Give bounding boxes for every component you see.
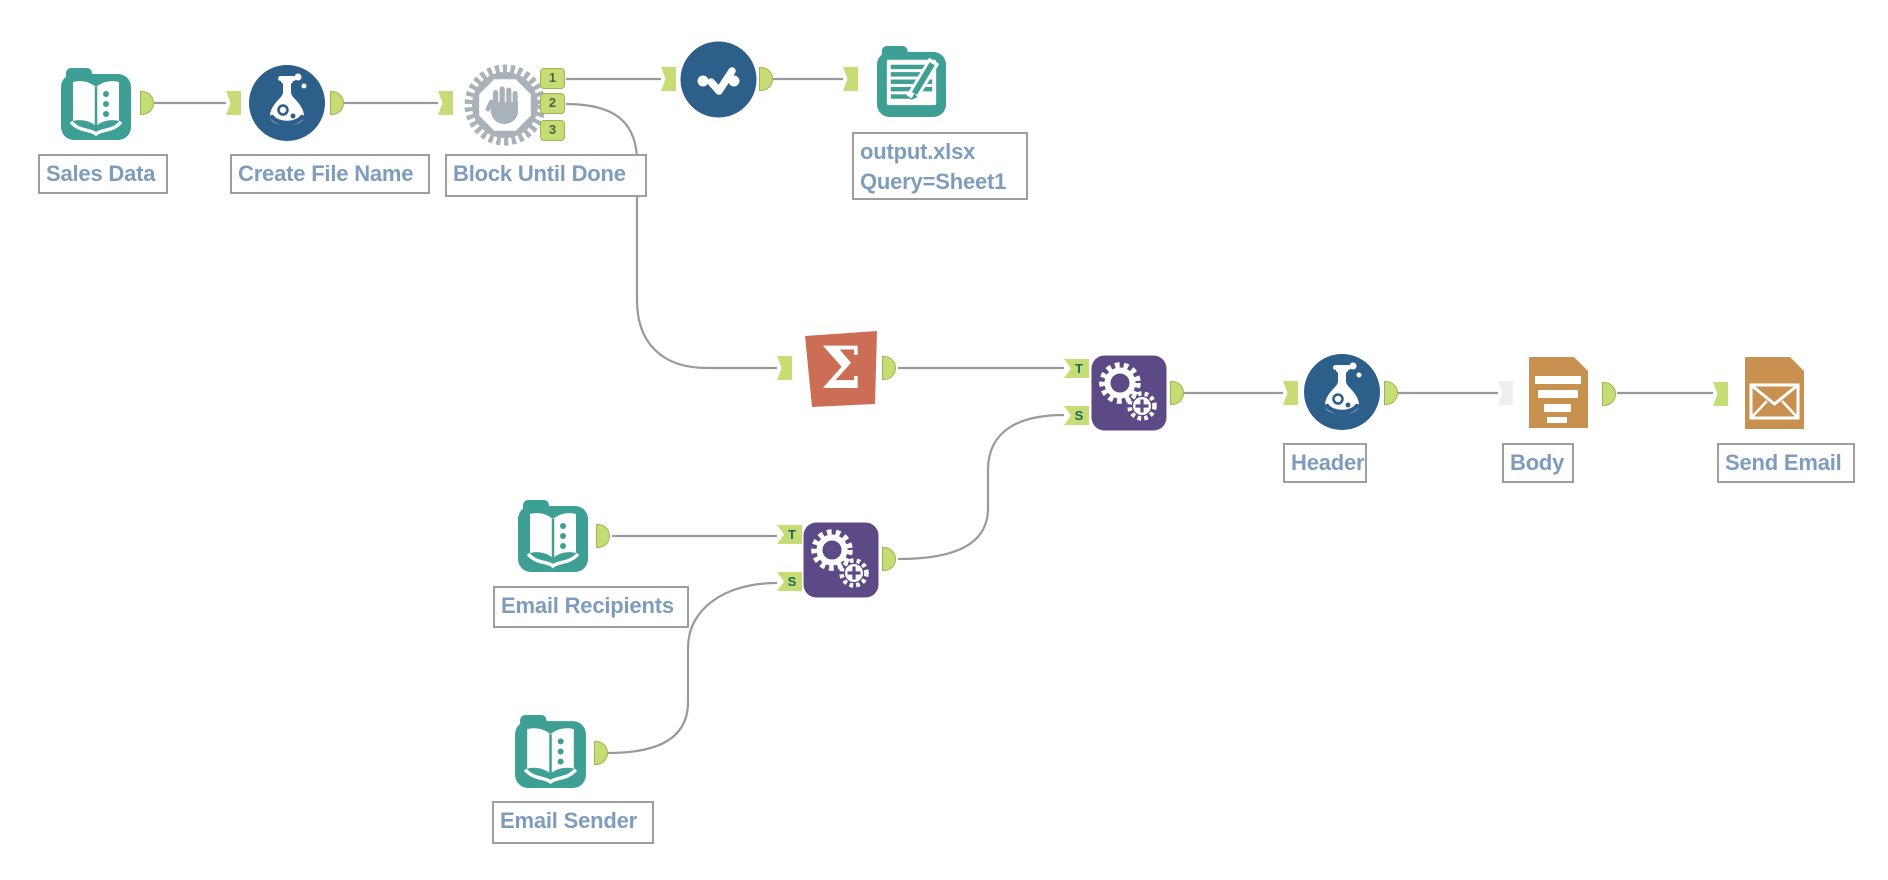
wire-appendlower-to-append-s[interactable] — [897, 413, 1065, 561]
tool-input-data-sender[interactable] — [512, 713, 589, 790]
summarize-sigma-icon: Σ — [805, 331, 877, 407]
anchor-in-select[interactable] — [661, 67, 676, 91]
wire-sender-to-append-s[interactable] — [607, 581, 778, 755]
anchor-in-send-email[interactable] — [1713, 382, 1728, 406]
report-text-doc-icon — [1529, 357, 1588, 428]
output-data-doc-icon — [876, 45, 947, 118]
annotation-block-until-done[interactable]: Block Until Done — [445, 154, 647, 197]
annotation-send-email[interactable]: Send Email — [1717, 443, 1855, 483]
tool-block-until-done[interactable] — [463, 63, 547, 147]
anchor-in-formula-header[interactable] — [1283, 381, 1298, 405]
tool-input-data-recipients[interactable] — [515, 498, 591, 574]
annotation-email-recipients[interactable]: Email Recipients — [493, 586, 689, 628]
wire-block2-to-summarize[interactable] — [565, 102, 777, 370]
block-until-done-hand-icon — [464, 64, 546, 146]
input-data-book-icon — [518, 500, 588, 572]
tool-summarize[interactable]: Σ — [801, 330, 879, 408]
anchor-in-formula1[interactable] — [226, 91, 241, 115]
anchor-in-append-upper-t[interactable]: T — [1064, 359, 1089, 378]
tool-formula-create-file-name[interactable] — [248, 64, 326, 142]
anchor-in-summarize[interactable] — [777, 356, 792, 380]
annotation-create-file-name[interactable]: Create File Name — [230, 154, 430, 194]
svg-text:Σ: Σ — [820, 334, 861, 402]
tool-input-data-sales[interactable] — [58, 66, 134, 142]
annotation-email-sender[interactable]: Email Sender — [492, 801, 654, 844]
formula-flask-icon — [1304, 354, 1380, 430]
annotation-body[interactable]: Body — [1502, 443, 1574, 483]
anchor-in-output[interactable] — [843, 67, 858, 91]
anchor-in-block[interactable] — [438, 91, 453, 115]
select-check-icon — [680, 41, 757, 118]
input-data-book-icon — [61, 68, 131, 140]
formula-flask-icon — [249, 65, 325, 141]
anchor-in-append-lower-t[interactable]: T — [777, 525, 802, 544]
anchor-in-append-upper-s[interactable]: S — [1064, 406, 1089, 425]
anchor-out-block-1[interactable]: 1 — [540, 68, 565, 89]
tool-append-fields-lower[interactable] — [802, 521, 880, 599]
input-data-book-icon — [515, 715, 586, 788]
tool-output-data[interactable] — [874, 44, 949, 119]
annotation-output-xlsx[interactable]: output.xlsx Query=Sheet1 — [852, 132, 1028, 200]
tool-append-fields-upper[interactable] — [1090, 354, 1168, 432]
anchor-in-append-lower-s[interactable]: S — [777, 572, 802, 591]
anchor-out-block-3[interactable]: 3 — [540, 120, 565, 141]
tool-email-send[interactable] — [1741, 356, 1808, 430]
append-fields-gears-icon — [1091, 355, 1167, 431]
annotation-sales-data[interactable]: Sales Data — [38, 154, 168, 194]
tool-formula-header[interactable] — [1303, 353, 1381, 431]
email-envelope-icon — [1745, 357, 1804, 429]
annotation-header[interactable]: Header — [1283, 443, 1367, 483]
append-fields-gears-icon — [803, 522, 879, 598]
anchor-in-body[interactable] — [1498, 381, 1513, 405]
tool-select[interactable] — [680, 41, 757, 118]
anchor-out-block-2[interactable]: 2 — [540, 93, 565, 114]
tool-report-text-body[interactable] — [1524, 356, 1593, 429]
